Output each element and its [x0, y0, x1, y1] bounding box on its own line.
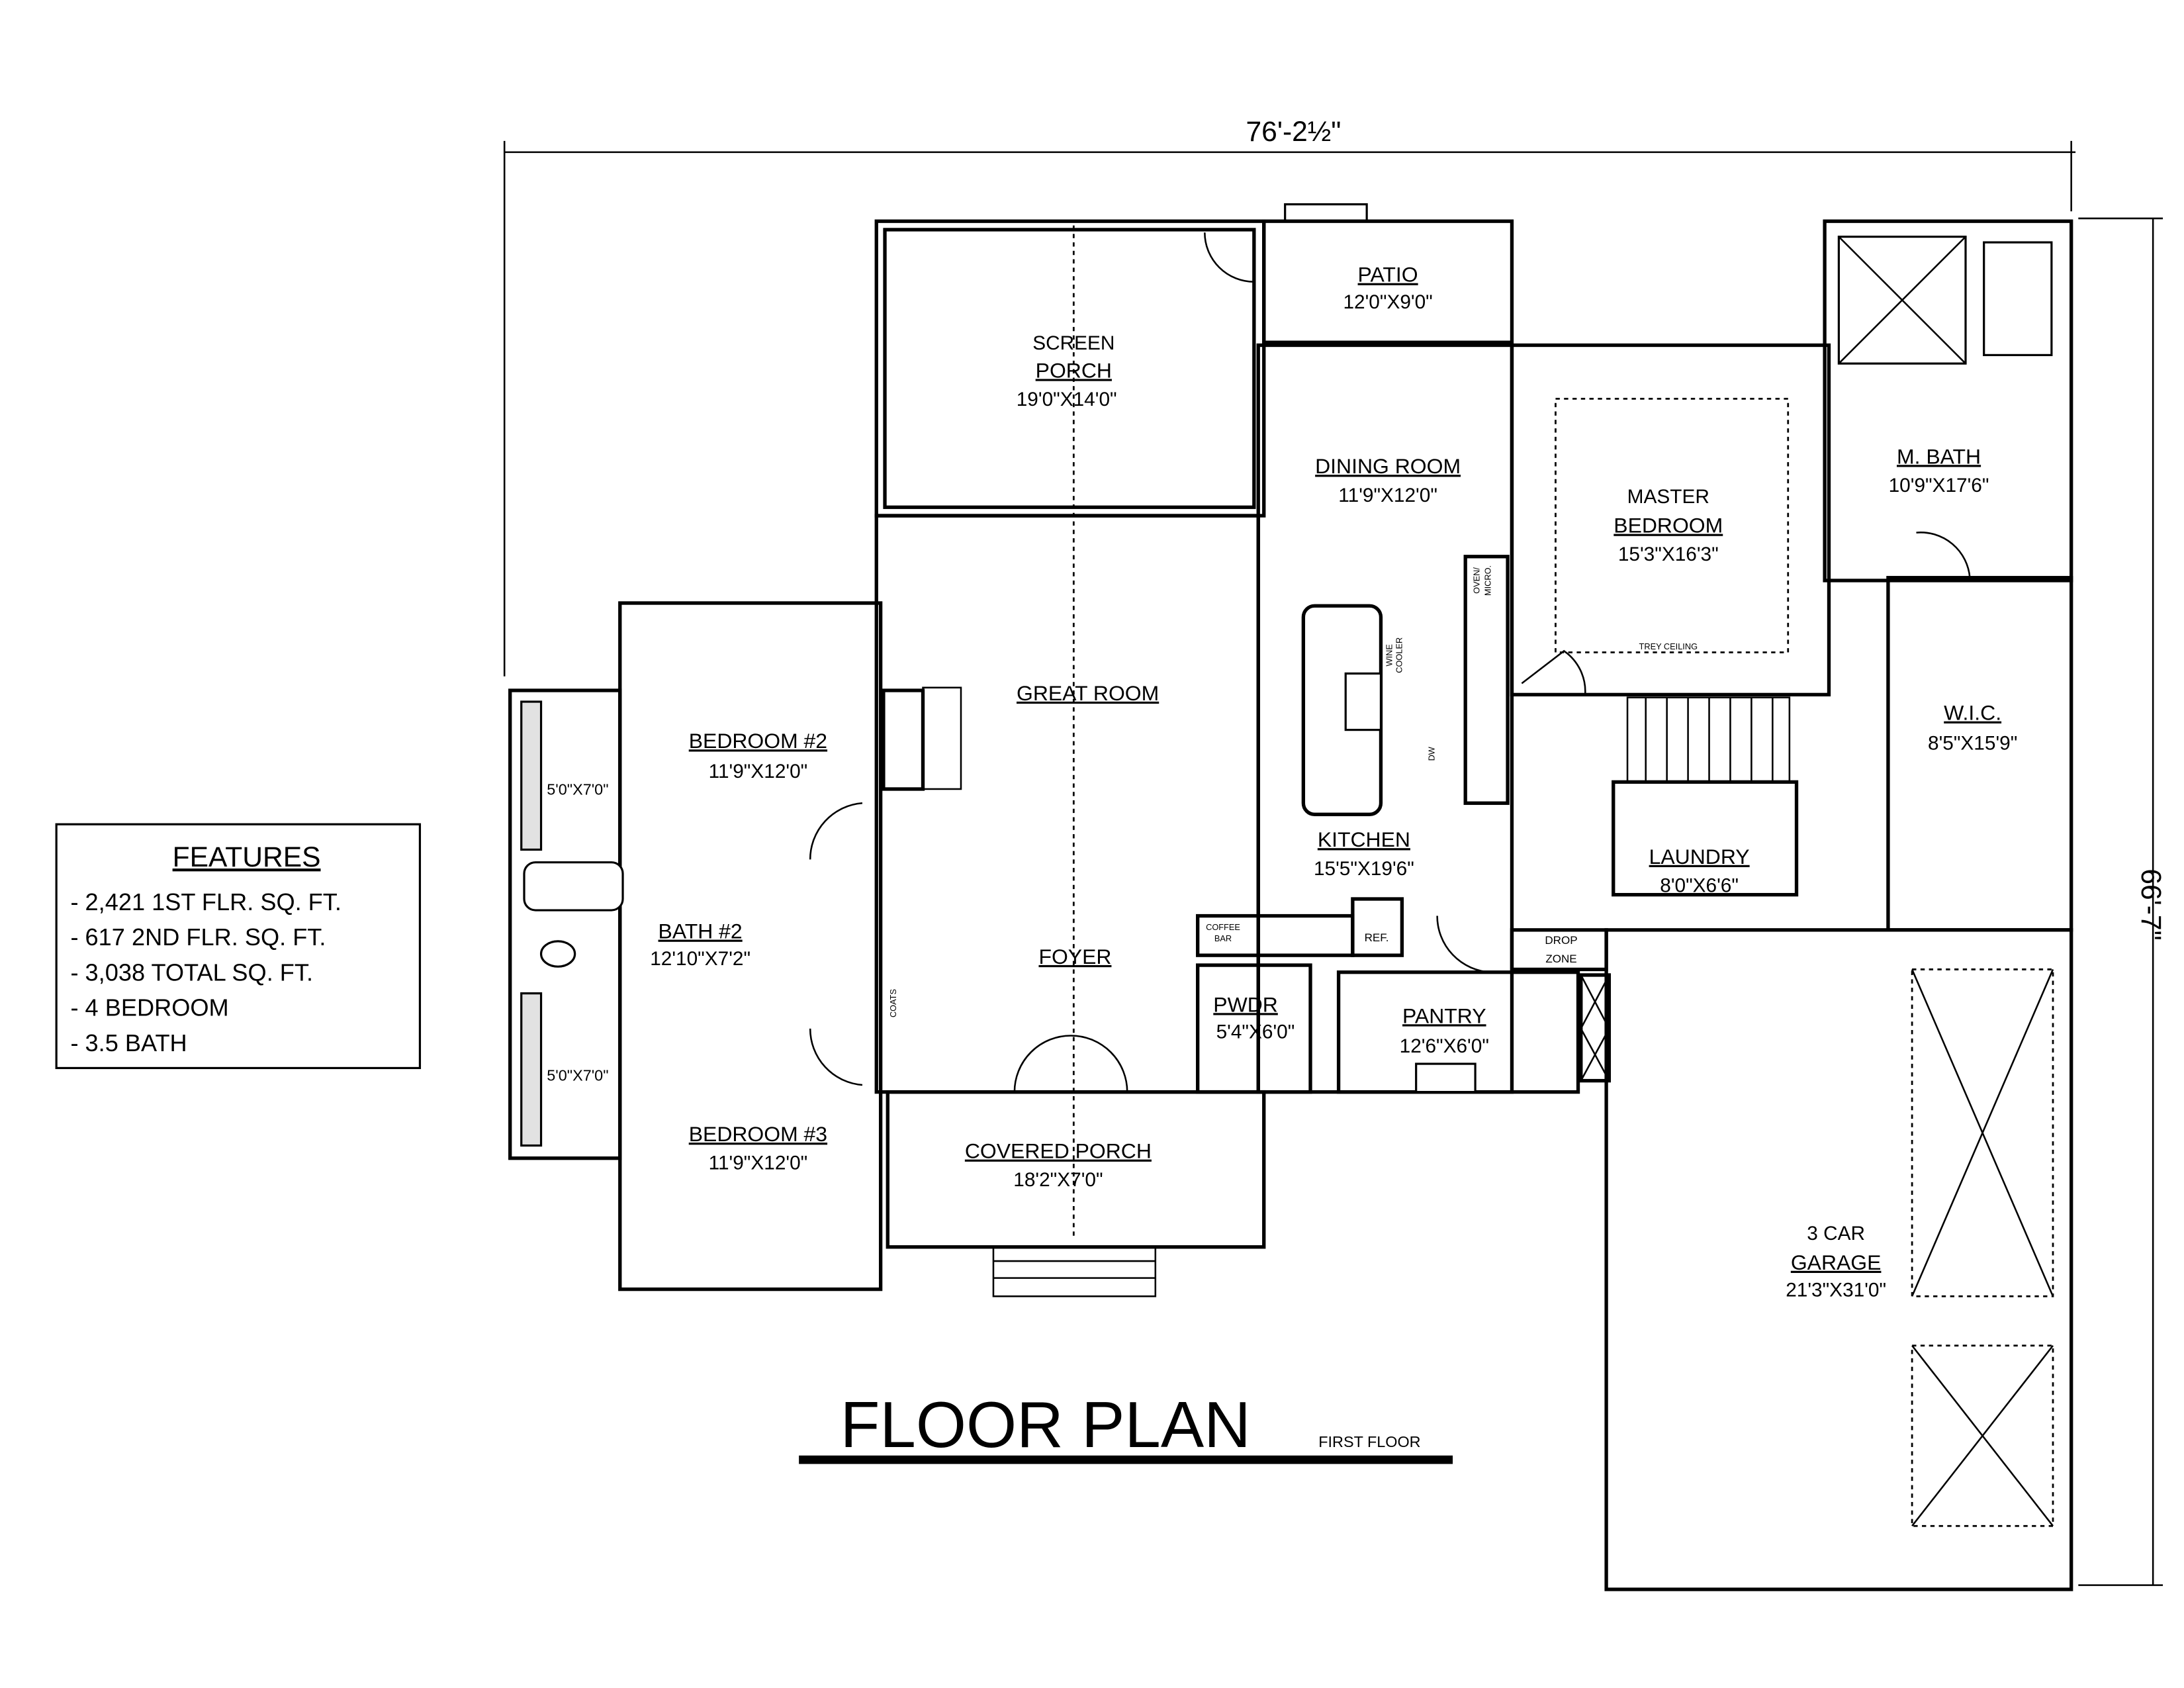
patio-name: PATIO: [1358, 263, 1418, 287]
trey-ceiling-note: TREY CEILING: [1639, 641, 1698, 651]
features-heading: FEATURES: [173, 841, 321, 873]
covered-porch-dims: 18'2"X7'0": [1013, 1169, 1103, 1191]
mbath-name: M. BATH: [1897, 444, 1981, 468]
oven-label: OVEN/: [1471, 567, 1481, 594]
master-dims: 15'3"X16'3": [1618, 543, 1719, 565]
patio-dims: 12'0"X9'0": [1343, 291, 1432, 313]
dishwasher-label: DW: [1426, 747, 1436, 761]
kitchen-dims: 15'5"X19'6": [1314, 858, 1414, 880]
garage-name: 3 CAR: [1807, 1223, 1865, 1244]
micro-label: MICRO.: [1483, 565, 1493, 596]
cooler-label: COOLER: [1394, 637, 1404, 673]
stairs: [1626, 696, 1791, 783]
bed3-dims: 11'9"X12'0": [709, 1152, 808, 1174]
screen-porch-name-2: PORCH: [1036, 358, 1112, 382]
dining-dims: 11'9"X12'0": [1338, 485, 1437, 506]
feature-item: - 3.5 BATH: [70, 1029, 187, 1056]
wine-label: WINE: [1384, 644, 1394, 666]
ref-label: REF.: [1365, 931, 1389, 944]
pwdr-dims: 5'4"X6'0": [1216, 1021, 1295, 1043]
bed2-name: BEDROOM #2: [689, 729, 827, 753]
screen-porch-dims: 19'0"X14'0": [1017, 389, 1117, 410]
feature-item: - 4 BEDROOM: [70, 994, 228, 1021]
mbath-dims: 10'9"X17'6": [1889, 475, 1989, 496]
walls: [508, 203, 2073, 1591]
bed2-dims: 11'9"X12'0": [709, 761, 808, 782]
great-room-name: GREAT ROOM: [1017, 681, 1159, 705]
doors: [809, 232, 1971, 1092]
master-name: MASTER: [1627, 486, 1709, 508]
pantry-dims: 12'6"X6'0": [1400, 1035, 1489, 1057]
dining-name: DINING ROOM: [1315, 454, 1461, 478]
plan-title: FLOOR PLAN FIRST FLOOR: [799, 1388, 1453, 1464]
bath2-name: BATH #2: [659, 919, 743, 943]
garage-dims: 21'3"X31'0": [1786, 1279, 1886, 1301]
overall-depth-dimension: 66'-7": [2078, 217, 2167, 1586]
drop-label: DROP: [1545, 934, 1577, 947]
width-label: 76'-2½": [1246, 116, 1341, 148]
pantry-name: PANTRY: [1402, 1004, 1486, 1027]
overall-width-dimension: 76'-2½": [503, 116, 2076, 677]
bed3-name: BEDROOM #3: [689, 1122, 827, 1146]
master-name-2: BEDROOM: [1614, 514, 1723, 538]
foyer-name: FOYER: [1038, 945, 1111, 968]
laundry-dims: 8'0"X6'6": [1660, 874, 1739, 896]
wic-dims: 8'5"X15'9": [1928, 732, 2017, 754]
bed2-closet-dims: 5'0"X7'0": [547, 781, 608, 798]
depth-label: 66'-7": [2135, 868, 2167, 940]
pwdr-name: PWDR: [1213, 992, 1278, 1016]
covered-porch-name: COVERED PORCH: [965, 1139, 1152, 1163]
dashed-features: [882, 225, 2054, 1527]
garage-name-2: GARAGE: [1791, 1250, 1882, 1274]
zone-label: ZONE: [1545, 953, 1576, 965]
feature-item: - 3,038 TOTAL SQ. FT.: [70, 959, 313, 986]
title-sub: FIRST FLOOR: [1318, 1433, 1420, 1450]
coffee-label: COFFEE: [1206, 922, 1240, 932]
bar-label: BAR: [1214, 933, 1232, 943]
bed3-closet-dims: 5'0"X7'0": [547, 1067, 608, 1084]
wic-name: W.I.C.: [1944, 701, 2001, 725]
room-labels: SCREEN PORCH 19'0"X14'0" PATIO 12'0"X9'0…: [547, 263, 2017, 1301]
title-main: FLOOR PLAN: [841, 1388, 1251, 1461]
feature-item: - 2,421 1ST FLR. SQ. FT.: [70, 888, 341, 915]
kitchen-name: KITCHEN: [1318, 827, 1410, 851]
coats-label: COATS: [888, 989, 898, 1017]
feature-item: - 617 2ND FLR. SQ. FT.: [70, 923, 326, 951]
bath2-dims: 12'10"X7'2": [650, 948, 751, 970]
screen-porch-name: SCREEN: [1032, 332, 1115, 354]
laundry-name: LAUNDRY: [1649, 845, 1750, 868]
features-box: FEATURES - 2,421 1ST FLR. SQ. FT. - 617 …: [55, 823, 422, 1070]
